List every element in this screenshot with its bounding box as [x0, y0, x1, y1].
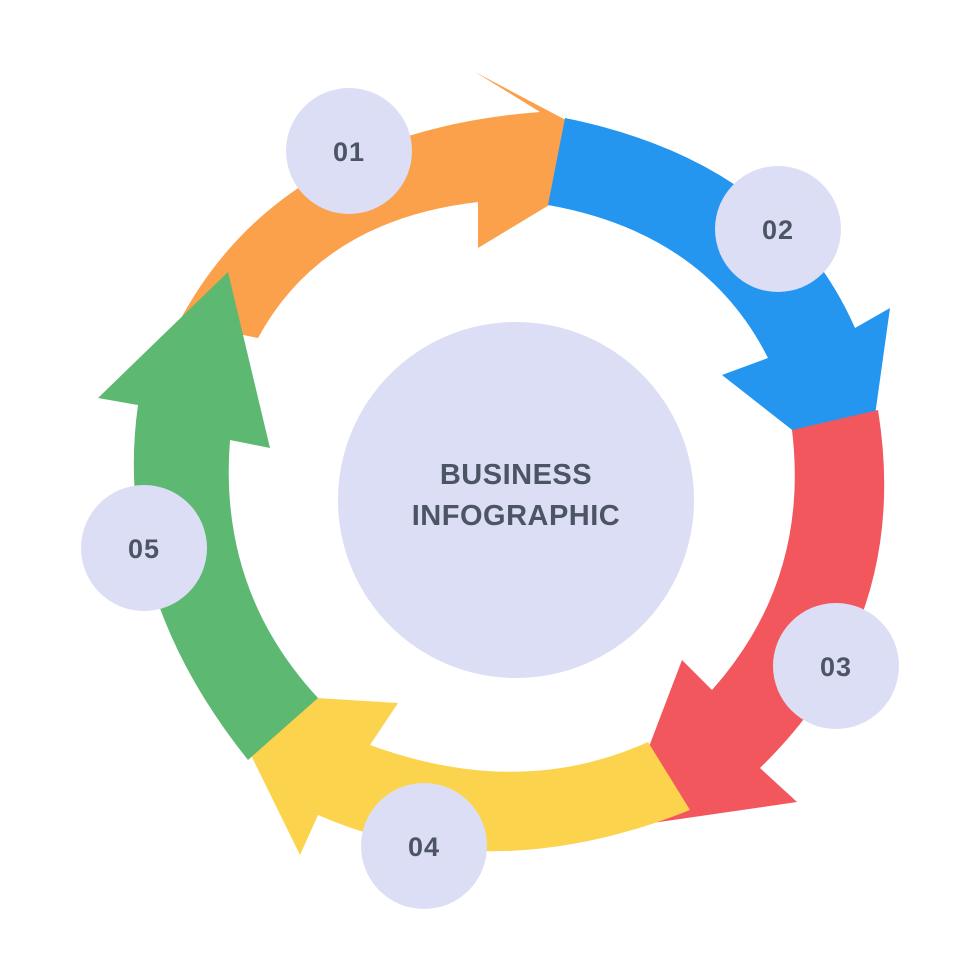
step-number-04: 04	[408, 832, 440, 862]
step-number-05: 05	[128, 534, 160, 564]
center-circle	[338, 322, 694, 678]
arrow-segment-02	[548, 118, 890, 487]
step-circle-03	[773, 603, 899, 729]
center-title-line-1: BUSINESS	[440, 459, 592, 491]
step-node-05: 05	[81, 485, 207, 611]
step-node-01: 01	[286, 88, 412, 214]
step-node-04: 04	[361, 783, 487, 909]
step-number-03: 03	[820, 652, 852, 682]
step-circle-05	[81, 485, 207, 611]
arrow-segment-03	[618, 410, 885, 828]
step-node-03: 03	[773, 603, 899, 729]
arrow-segment-01	[179, 72, 632, 338]
step-circle-04	[361, 783, 487, 909]
step-node-02: 02	[715, 166, 841, 292]
step-circle-01	[286, 88, 412, 214]
step-circle-02	[715, 166, 841, 292]
center-hub: BUSINESS INFOGRAPHIC	[338, 322, 694, 678]
cycle-ring	[98, 72, 890, 855]
step-number-01: 01	[333, 137, 365, 167]
step-number-02: 02	[762, 215, 794, 245]
center-title-line-2: INFOGRAPHIC	[412, 500, 621, 532]
arrow-segment-04	[220, 692, 690, 855]
arrow-segment-05	[98, 272, 318, 760]
